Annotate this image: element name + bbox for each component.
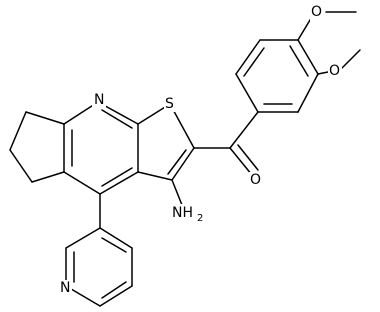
atom-label-methoxy-o-side: O	[329, 63, 340, 79]
pendant-pyridine-ring	[65, 193, 133, 307]
atom-label-amine: NH	[172, 205, 193, 221]
atom-labels: N S O NH 2 N O O	[58, 3, 342, 296]
atom-label-pendant-pyridine-n: N	[60, 280, 70, 296]
amine-bond	[171, 179, 183, 206]
atom-label-methoxy-o-top: O	[311, 4, 322, 20]
atom-label-fused-pyridine-n: N	[94, 92, 104, 108]
atom-label-carbonyl-o: O	[250, 172, 261, 188]
cyclopentane-ring	[9, 111, 65, 183]
dimethoxyphenyl-ring	[235, 39, 319, 113]
atom-label-thiophene-s: S	[165, 96, 174, 112]
atom-label-amine-subscript: 2	[197, 213, 203, 224]
fused-pyridine-ring	[63, 101, 139, 195]
carbonyl-group	[193, 111, 259, 176]
thiophene-ring	[137, 103, 195, 181]
